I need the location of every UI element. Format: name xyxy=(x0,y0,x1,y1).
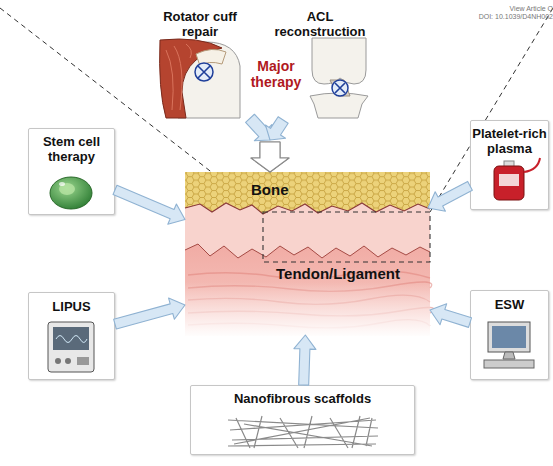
watermark-text: DOI: 10.1039/D4NH002 xyxy=(433,13,553,21)
block-arrow xyxy=(294,335,316,385)
bone-layer: Bone xyxy=(185,172,430,208)
therapy-box: Platelet-rich plasma xyxy=(470,120,549,210)
connector-arrow xyxy=(294,335,316,385)
cell-body xyxy=(50,177,92,209)
device-button xyxy=(77,357,89,365)
monitor-stand xyxy=(503,352,515,359)
monitor-screen xyxy=(492,326,526,348)
ultrasound-device-icon xyxy=(48,322,94,372)
bag-hanger xyxy=(504,161,514,167)
node-label: Nanofibrous scaffolds xyxy=(191,392,414,407)
acl-illustration xyxy=(310,38,368,118)
monitor-frame xyxy=(488,322,530,352)
device-base xyxy=(484,360,534,368)
block-arrow xyxy=(113,185,185,224)
connector-arrow xyxy=(428,181,472,211)
therapy-box: Nanofibrous scaffolds xyxy=(190,385,415,455)
cell-nucleus xyxy=(59,183,75,195)
therapy-box: ESW xyxy=(470,290,549,380)
rotator-cuff-illustration xyxy=(160,39,240,118)
node-label: Bone xyxy=(251,181,430,198)
node-label: ESW xyxy=(471,298,548,313)
cruciate-ligament xyxy=(330,80,350,96)
watermark-text: View Article O xyxy=(453,5,553,13)
tissue-fade xyxy=(185,282,430,338)
merge-arrow xyxy=(251,142,289,172)
bag-tube xyxy=(524,158,540,172)
bone-tissue xyxy=(185,172,430,214)
repair-site-cross xyxy=(335,83,345,93)
bone-interface-line xyxy=(185,203,430,214)
connector-arrow xyxy=(114,298,185,329)
block-arrow xyxy=(246,114,272,141)
plasma-bag xyxy=(494,166,524,200)
block-arrow xyxy=(114,298,185,329)
node-label: ACL reconstruction xyxy=(268,10,372,40)
tibia-bone xyxy=(310,93,368,118)
screen-wave xyxy=(56,336,87,343)
nanofiber-mesh-icon xyxy=(228,416,378,448)
cuff-tendon xyxy=(196,49,226,66)
connector-arrow xyxy=(246,114,289,172)
therapy-box: Stem cell therapy xyxy=(28,128,115,215)
connector-arrow xyxy=(251,117,289,172)
node-label: Tendon/Ligament xyxy=(276,265,430,282)
merge-arrow xyxy=(251,142,289,172)
node-label: LIPUS xyxy=(29,300,114,315)
tendon-layer: Tendon/Ligament xyxy=(185,208,430,335)
node-label: Rotator cuff repair xyxy=(150,10,250,40)
repair-site-cross xyxy=(198,66,210,78)
fiber-strands xyxy=(228,416,378,448)
therapy-panel: ACL reconstruction xyxy=(268,8,372,120)
bag-tag xyxy=(499,174,519,186)
block-arrow xyxy=(265,117,288,140)
femur-bone xyxy=(312,38,366,84)
zoom-region xyxy=(263,212,430,262)
device-screen xyxy=(53,327,89,350)
repair-site-marker xyxy=(332,80,348,96)
tidemark-line xyxy=(185,244,430,258)
muscle-striation xyxy=(166,44,191,110)
tendon-tissue xyxy=(185,204,430,336)
stem-cell-icon xyxy=(50,177,92,209)
device-knob xyxy=(65,358,71,364)
repair-site-marker xyxy=(195,63,213,81)
emphasis-label: Major therapy xyxy=(246,58,306,90)
cell-highlight xyxy=(59,182,65,186)
device-body xyxy=(48,322,94,372)
device-knob xyxy=(55,358,61,364)
humerus-bone xyxy=(178,42,240,118)
node-label: Platelet-rich plasma xyxy=(471,127,548,157)
therapy-panel: Rotator cuff repair xyxy=(150,8,250,120)
connector-arrow xyxy=(430,304,471,328)
fibrocartilage-zone xyxy=(185,203,430,258)
connector-arrow xyxy=(113,185,185,224)
block-arrow xyxy=(428,181,472,211)
cuff-muscle xyxy=(160,39,222,118)
node-label: Stem cell therapy xyxy=(29,135,114,165)
block-arrow xyxy=(430,304,471,328)
zoom-guide-line xyxy=(430,8,553,212)
blood-bag-icon xyxy=(494,158,540,200)
shockwave-device-icon xyxy=(484,322,534,368)
therapy-box: LIPUS xyxy=(28,292,115,380)
